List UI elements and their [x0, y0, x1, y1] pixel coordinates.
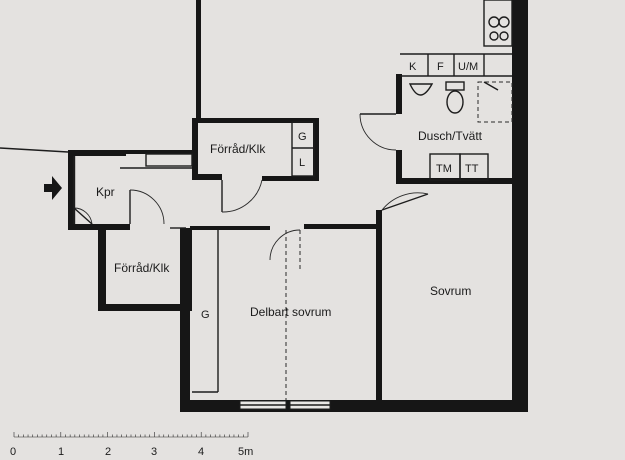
doors: [73, 113, 429, 400]
room-label-forrad-lower: Förråd/Klk: [114, 261, 170, 275]
fixture-label-g-upper: G: [298, 131, 307, 143]
scale-tick-label-5: 5m: [238, 446, 253, 458]
fixture-label-f: F: [437, 61, 444, 73]
fixture-label-um: U/M: [458, 61, 478, 73]
scale-bar: 0 1 2 3 4 5m: [10, 432, 253, 458]
room-label-delbart-sovrum: Delbart sovrum: [250, 305, 331, 319]
fixture-label-g-lower: G: [201, 309, 210, 321]
room-label-kpr: Kpr: [96, 185, 115, 199]
scale-tick-label-1: 1: [58, 446, 64, 458]
thin-lines: [0, 0, 513, 393]
scale-tick-label-4: 4: [198, 446, 204, 458]
fixture-label-tt: TT: [465, 163, 479, 175]
scale-tick-label-2: 2: [105, 446, 111, 458]
fixture-label-l-upper: L: [299, 157, 305, 169]
scale-tick-label-0: 0: [10, 446, 16, 458]
room-label-dusch-tvatt: Dusch/Tvätt: [418, 129, 483, 143]
room-label-sovrum: Sovrum: [430, 284, 471, 298]
fixture-label-k: K: [409, 61, 417, 73]
windows: [239, 400, 331, 410]
room-label-forrad-upper: Förråd/Klk: [210, 142, 266, 156]
scale-tick-label-3: 3: [151, 446, 157, 458]
fixture-label-tm: TM: [436, 163, 452, 175]
